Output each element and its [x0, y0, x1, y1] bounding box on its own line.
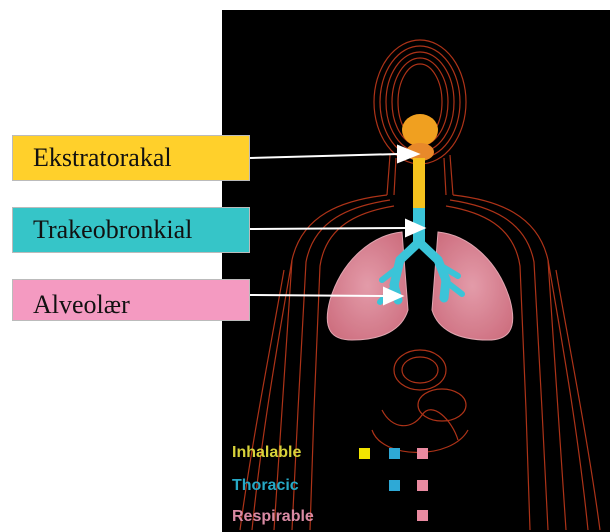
legend-square-pink: [417, 448, 428, 459]
legend-square-pink: [417, 510, 428, 521]
legend-inhalable: Inhalable: [232, 444, 301, 462]
label-tracheobronchial: Trakeobronkial: [12, 207, 250, 253]
legend-square-pink: [417, 480, 428, 491]
legend-respirable: Respirable: [232, 508, 314, 526]
label-alveolar: Alveolær: [12, 279, 250, 321]
legend-square-cyan: [389, 448, 400, 459]
legend-square-yellow: [359, 448, 370, 459]
legend-thoracic: Thoracic: [232, 477, 299, 495]
legend-square-cyan: [389, 480, 400, 491]
label-extrathoracic: Ekstratorakal: [12, 135, 250, 181]
